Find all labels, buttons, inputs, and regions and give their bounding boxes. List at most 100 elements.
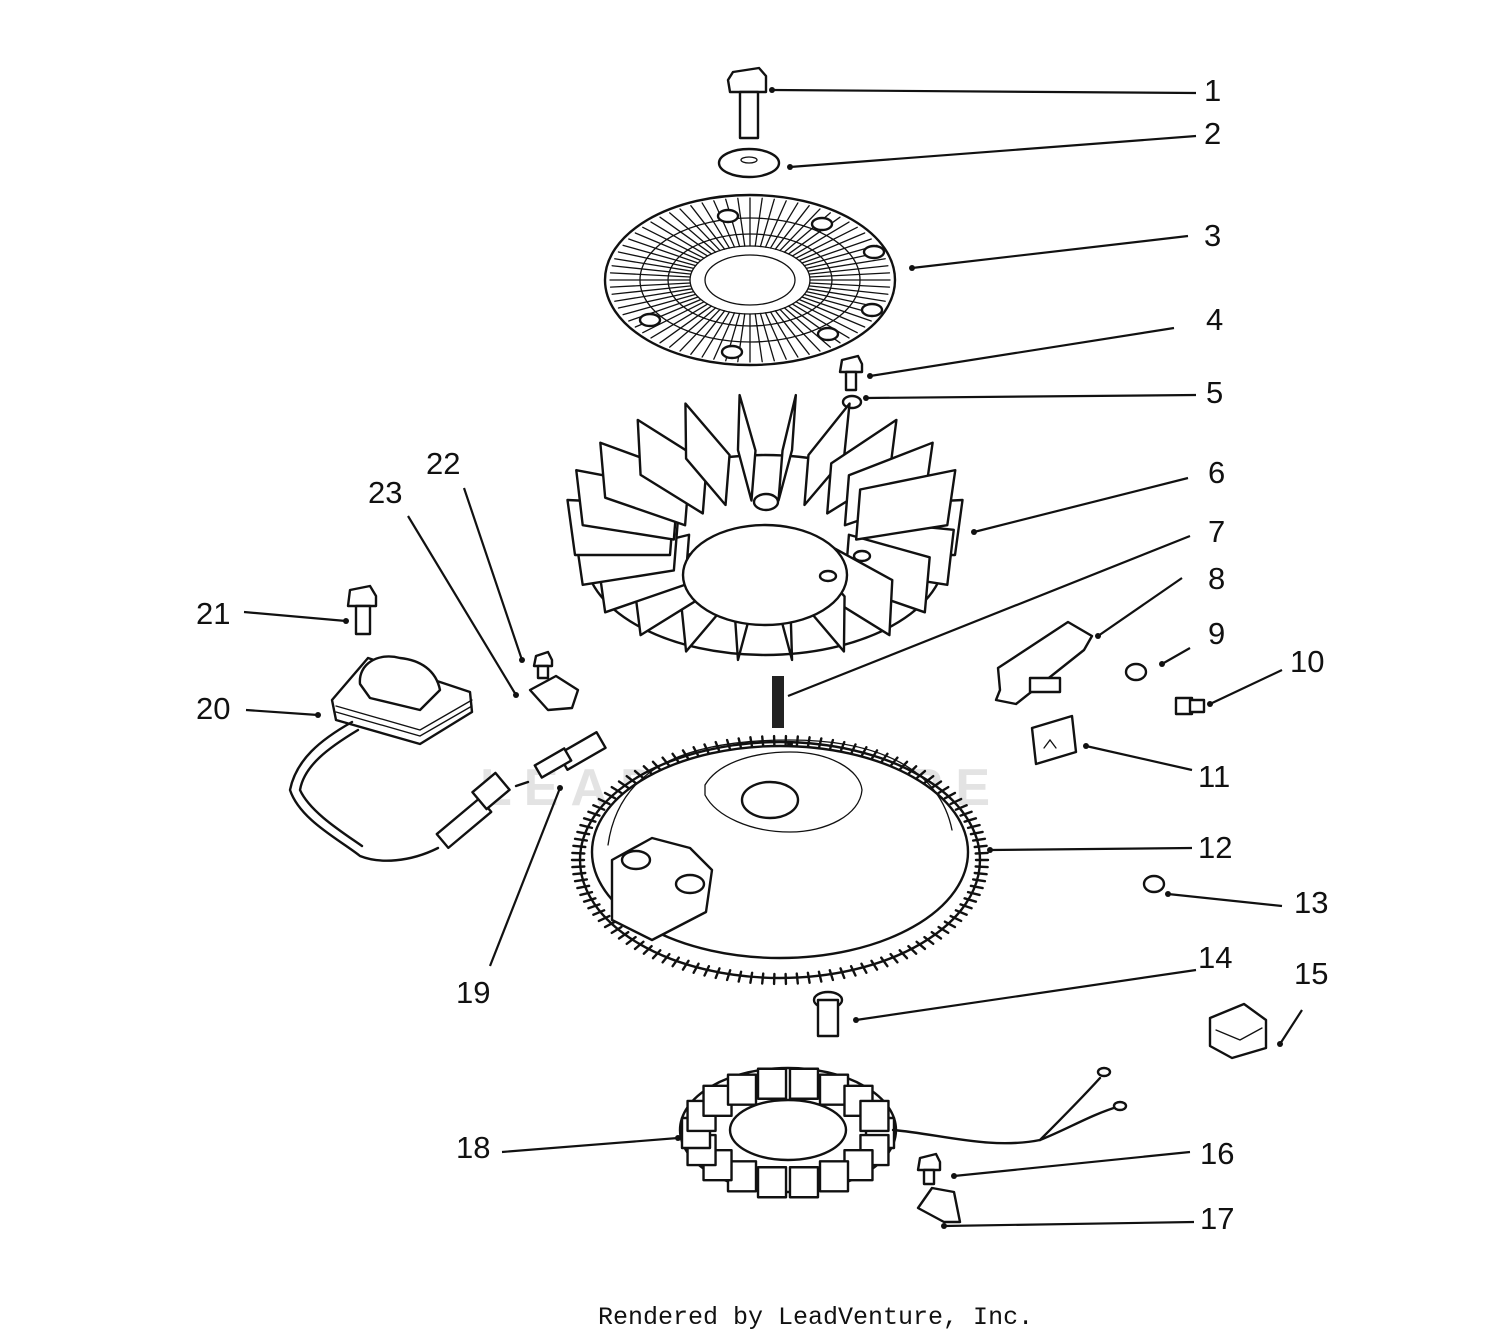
part-22-screw [532, 650, 554, 680]
callout-2: 2 [1204, 116, 1221, 151]
callout-15: 15 [1294, 956, 1328, 991]
screen-ray [809, 282, 891, 288]
screen-ray [774, 205, 810, 250]
screen-ray [701, 202, 731, 249]
screen-ray [642, 301, 705, 334]
screen-ray [614, 288, 693, 302]
flywheel-tooth [949, 914, 963, 923]
flywheel-tooth [692, 746, 700, 758]
flywheel-tooth [625, 774, 637, 785]
flywheel-tooth [963, 897, 978, 903]
flywheel-tooth [943, 791, 957, 800]
flywheel-tooth [943, 920, 957, 929]
flywheel-tooth [714, 740, 721, 753]
part-8-rectifier-module [994, 620, 1094, 706]
stator-pole [818, 1160, 850, 1193]
flywheel-tooth [597, 797, 611, 806]
stator-pole [859, 1099, 890, 1133]
screen-ray [764, 200, 787, 248]
flywheel-tooth [817, 737, 823, 750]
flywheel-tooth [625, 935, 637, 946]
flywheel-tooth [582, 897, 597, 903]
flywheel-tooth [828, 969, 835, 982]
callout-7: 7 [1208, 514, 1225, 549]
screen-ray [609, 282, 691, 288]
flywheel-tooth [795, 735, 799, 748]
flywheel-tooth [959, 810, 973, 817]
callout-4: 4 [1206, 302, 1223, 337]
callout-3: 3 [1204, 218, 1221, 253]
part-16-screw [916, 1152, 942, 1186]
screen-ray [809, 272, 891, 278]
flywheel-tooth [582, 817, 597, 823]
flywheel-tooth [749, 971, 754, 984]
callout-labels: 1 2 3 4 5 6 7 8 9 10 11 12 13 14 15 16 1… [196, 73, 1328, 1236]
screen-ray [659, 216, 713, 255]
screen-ray [628, 238, 699, 264]
screen-ray [642, 226, 705, 259]
screen-ray [609, 272, 691, 278]
flywheel-tooth [761, 735, 765, 748]
screen-ray [679, 308, 721, 352]
flywheel-tooth [806, 971, 811, 984]
screen-ray [614, 258, 693, 272]
screen-ray [611, 285, 692, 295]
screen-ray [779, 208, 821, 252]
stator-pole [756, 1166, 788, 1199]
flywheel-tooth [949, 797, 963, 806]
callout-13: 13 [1294, 885, 1328, 920]
flywheel-tooth [571, 865, 586, 869]
flywheel-tooth [579, 890, 594, 897]
screen-ray [791, 303, 850, 339]
screen-ray [779, 308, 821, 352]
flywheel-tooth [671, 956, 680, 968]
screen-ray [650, 221, 709, 257]
flywheel-tooth [692, 962, 700, 974]
part-19-spark-plug [514, 731, 607, 788]
flywheel-tooth [592, 804, 606, 811]
flywheel-tooth [603, 791, 617, 800]
screen-ray [783, 307, 831, 348]
flywheel-tooth [974, 851, 989, 855]
part-10-screw [1174, 696, 1206, 716]
flywheel-tooth [969, 830, 984, 836]
flywheel-tooth [973, 871, 988, 876]
screen-ray [769, 311, 799, 358]
flywheel-tooth [971, 878, 987, 883]
flywheel-tooth [573, 878, 589, 883]
flywheel-tooth [633, 940, 645, 951]
stator-pole [756, 1067, 788, 1100]
flywheel-tooth [870, 959, 879, 971]
callout-1: 1 [1204, 73, 1221, 108]
flywheel-tooth [642, 944, 653, 955]
flywheel-tooth [579, 823, 594, 830]
screen-ray [795, 301, 858, 334]
screen-ray [798, 298, 866, 328]
flywheel-tooth [587, 810, 601, 817]
flywheel-tooth [973, 844, 988, 849]
stator-pole [726, 1073, 758, 1106]
fan-blade [854, 468, 957, 541]
flywheel-tooth [576, 830, 591, 836]
screen-ray [634, 232, 702, 262]
screen-ray [690, 310, 726, 355]
flywheel-tooth [737, 737, 743, 750]
flywheel-tooth [603, 920, 617, 929]
flywheel-tooth [839, 967, 846, 980]
flywheel-tooth [889, 952, 899, 964]
screen-ray [774, 310, 810, 355]
callout-5: 5 [1206, 375, 1223, 410]
flywheel-tooth [937, 785, 950, 795]
part-4-screw [838, 354, 864, 392]
flywheel-tooth [725, 969, 732, 982]
part-12-flywheel [570, 734, 990, 986]
flywheel-tooth [966, 890, 981, 897]
flywheel-tooth [572, 871, 587, 876]
flywheel-tooth [915, 769, 927, 780]
callout-6: 6 [1208, 455, 1225, 490]
flywheel-tooth [806, 736, 811, 749]
part-6-fan [566, 393, 964, 662]
part-9-nut [1124, 662, 1148, 682]
flywheel-tooth [610, 925, 623, 935]
flywheel-tooth [969, 884, 984, 890]
